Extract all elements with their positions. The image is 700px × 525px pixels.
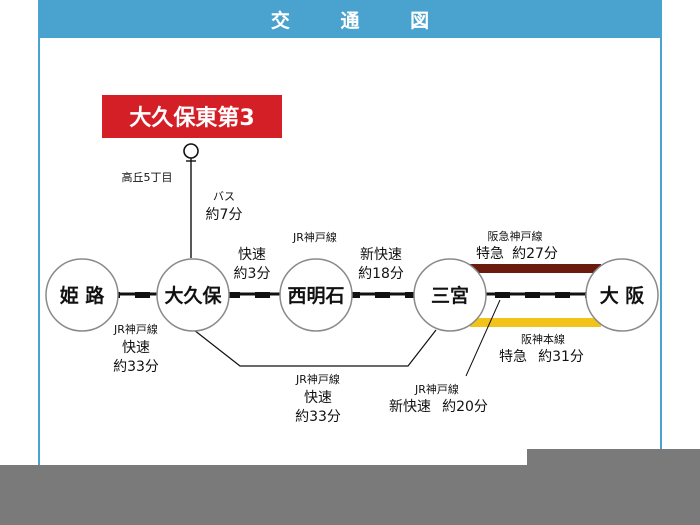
bus-stop-label: 高丘5丁目 (122, 170, 173, 184)
okubo-nishiakashi-time: 約3分 (234, 266, 271, 282)
nishiakashi-line-label: JR神戸線 (292, 230, 337, 244)
himeji-okubo-line: JR神戸線 (113, 322, 158, 336)
hankyu-time: 約27分 (512, 246, 558, 262)
hankyu-line-label: 阪急神戸線 (488, 229, 543, 243)
property-name-box (102, 95, 282, 138)
hankyu-service: 特急 (476, 246, 504, 262)
hanshin-time: 約31分 (538, 349, 584, 365)
access-diagram: 大久保東第3 高丘5丁目 バス 約7分 姫 路 大久保 西明石 三宮 大 阪 快… (45, 95, 659, 425)
bus-time-label: 約7分 (206, 207, 243, 223)
nishiakashi-sannomiya-time: 約18分 (358, 266, 404, 282)
okubo-nishiakashi-service: 快速 (238, 247, 266, 263)
bus-line-label: バス (213, 190, 235, 203)
station-okubo-label: 大久保 (164, 284, 222, 307)
nishiakashi-sannomiya-service: 新快速 (360, 247, 402, 263)
bypass-time: 約33分 (295, 409, 341, 425)
hanshin-service: 特急 (499, 349, 527, 365)
header-bar: 交 通 図 (38, 0, 662, 38)
footer-bar (0, 465, 700, 525)
station-osaka-label: 大 阪 (600, 284, 646, 307)
station-nishiakashi: 西明石 (279, 258, 353, 332)
station-nishiakashi-label: 西明石 (287, 285, 344, 307)
track-okubo-nishiakashi (228, 292, 280, 298)
hankyu-line (470, 264, 601, 273)
bypass-line-label: JR神戸線 (295, 372, 340, 386)
hanshin-line-label: 阪神本線 (521, 332, 565, 346)
station-okubo: 大久保 (156, 258, 230, 332)
himeji-okubo-service: 快速 (122, 340, 150, 356)
header-title: 交 通 図 (270, 9, 452, 32)
station-sannomiya: 三宮 (413, 258, 487, 332)
map-panel (38, 0, 662, 465)
bypass-line-okubo-sannomiya (193, 329, 437, 367)
jr-label-leader (465, 299, 501, 377)
station-sannomiya-label: 三宮 (431, 284, 469, 307)
jr-sannomiya-osaka-service: 新快速 (389, 399, 431, 415)
station-himeji-label: 姫 路 (60, 284, 106, 307)
himeji-okubo-time: 約33分 (113, 359, 159, 375)
track-sannomiya-osaka-jr (484, 292, 588, 298)
track-nishiakashi-sannomiya (352, 292, 416, 298)
station-osaka: 大 阪 (585, 258, 659, 332)
footer-notch (527, 449, 700, 465)
jr-sannomiya-osaka-line: JR神戸線 (414, 382, 459, 396)
hanshin-line (470, 318, 601, 327)
bus-stop-icon (183, 143, 199, 159)
jr-sannomiya-osaka-time: 約20分 (442, 399, 488, 415)
station-himeji: 姫 路 (45, 258, 119, 332)
track-himeji-okubo (118, 292, 158, 298)
bypass-service: 快速 (304, 390, 332, 406)
property-name: 大久保東第3 (129, 105, 254, 131)
